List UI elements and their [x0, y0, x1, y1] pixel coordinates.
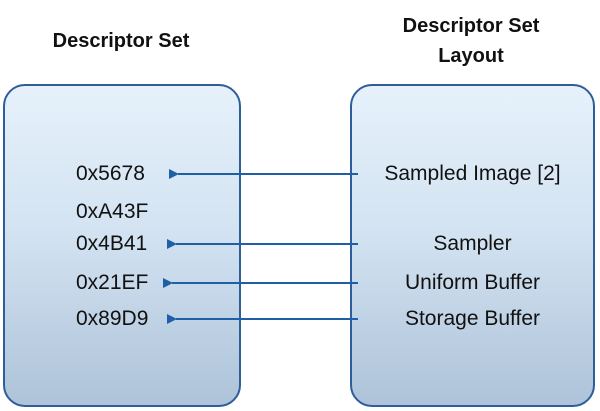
descriptor-value-4: 0x89D9 [76, 307, 149, 330]
descriptor-set-layout-title-line2: Layout [438, 45, 504, 67]
descriptor-set-box [3, 84, 241, 407]
descriptor-value-0: 0x5678 [76, 162, 145, 185]
binding-sampled-image: Sampled Image [2] [384, 162, 561, 185]
descriptor-value-1: 0xA43F [76, 200, 149, 223]
binding-sampler: Sampler [433, 232, 512, 255]
descriptor-set-layout-heading: Descriptor Set Layout [346, 11, 596, 71]
binding-storage-buffer: Storage Buffer [404, 307, 541, 330]
binding-uniform-buffer: Uniform Buffer [405, 271, 540, 294]
descriptor-set-layout-title-line1: Descriptor Set [402, 15, 540, 37]
descriptor-value-2: 0x4B41 [76, 232, 148, 255]
descriptor-set-heading: Descriptor Set [0, 26, 242, 56]
descriptor-set-layout-box [350, 84, 595, 407]
descriptor-set-title: Descriptor Set [52, 30, 190, 52]
descriptor-value-3: 0x21EF [76, 271, 149, 294]
